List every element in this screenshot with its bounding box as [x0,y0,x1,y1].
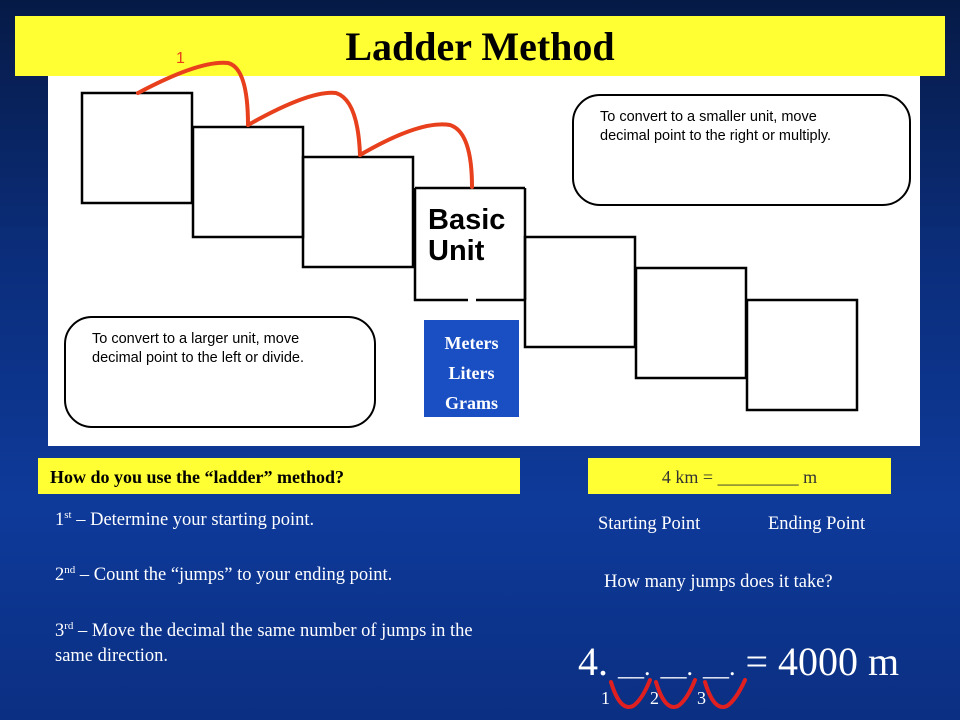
step-ordinal: 3 [55,621,65,642]
jumps-question: How many jumps does it take? [604,572,833,592]
step-3: 3rd – Move the decimal the same number o… [55,614,485,669]
jump-number: 3 [697,688,706,708]
base-units-box: Meters Liters Grams [424,320,519,417]
ladder-step [745,298,859,412]
step-ordinal-suffix: rd [64,620,74,632]
question-banner: How do you use the “ladder” method? [38,458,520,494]
step-text: – Count the “jumps” to your ending point… [75,565,393,586]
step-text: – Move the decimal the same number of ju… [55,621,473,667]
step-ordinal-suffix: st [64,509,72,521]
step-ordinal-suffix: nd [64,564,76,576]
decimal-jump-arc [654,678,697,709]
basic-unit-label: Basic Unit [428,204,506,267]
ladder-step [301,155,415,269]
larger-unit-hint: To convert to a larger unit, move decima… [64,316,376,428]
title-banner [15,16,945,76]
base-unit-meters: Meters [444,333,499,353]
smaller-unit-text: To convert to a smaller unit, move decim… [600,109,832,144]
decimal-blank: __. [703,652,736,681]
base-unit-liters: Liters [448,363,495,383]
jump-number: 2 [650,688,659,708]
step-text: – Determine your starting point. [71,510,315,531]
example-problem: 4 km = _________ m [588,458,891,494]
step-2: 2nd – Count the “jumps” to your ending p… [55,558,505,588]
smaller-unit-hint: To convert to a smaller unit, move decim… [572,94,911,206]
decimal-blank: __. [618,652,651,681]
ladder-step [634,266,748,380]
jump-number: 1 [601,688,610,708]
starting-point-label: Starting Point [598,514,701,534]
jump-arc [136,60,250,127]
base-unit-grams: Grams [445,393,498,413]
step-ordinal: 1 [55,510,65,531]
ladder-step [80,91,194,205]
equation-result: = 4000 m [745,639,900,684]
step-1: 1st – Determine your starting point. [55,503,505,533]
basic-unit-box [413,186,527,302]
decimal-blank: __. [660,652,694,681]
ladder-step [191,125,305,239]
page-title: Ladder Method [345,24,615,69]
step-number-label: 1 [176,50,185,67]
jump-arc [358,122,474,189]
decimal-jump-arc [703,678,747,709]
equation-start: 4. [578,639,608,684]
ladder-step [523,235,637,349]
decimal-jump-arc [609,678,652,709]
conversion-equation: 4. __. __. __. = 4000 m [578,638,899,685]
larger-unit-text: To convert to a larger unit, move decima… [92,331,304,366]
jump-arc [246,90,362,157]
ending-point-label: Ending Point [768,514,866,534]
step-ordinal: 2 [55,565,65,586]
